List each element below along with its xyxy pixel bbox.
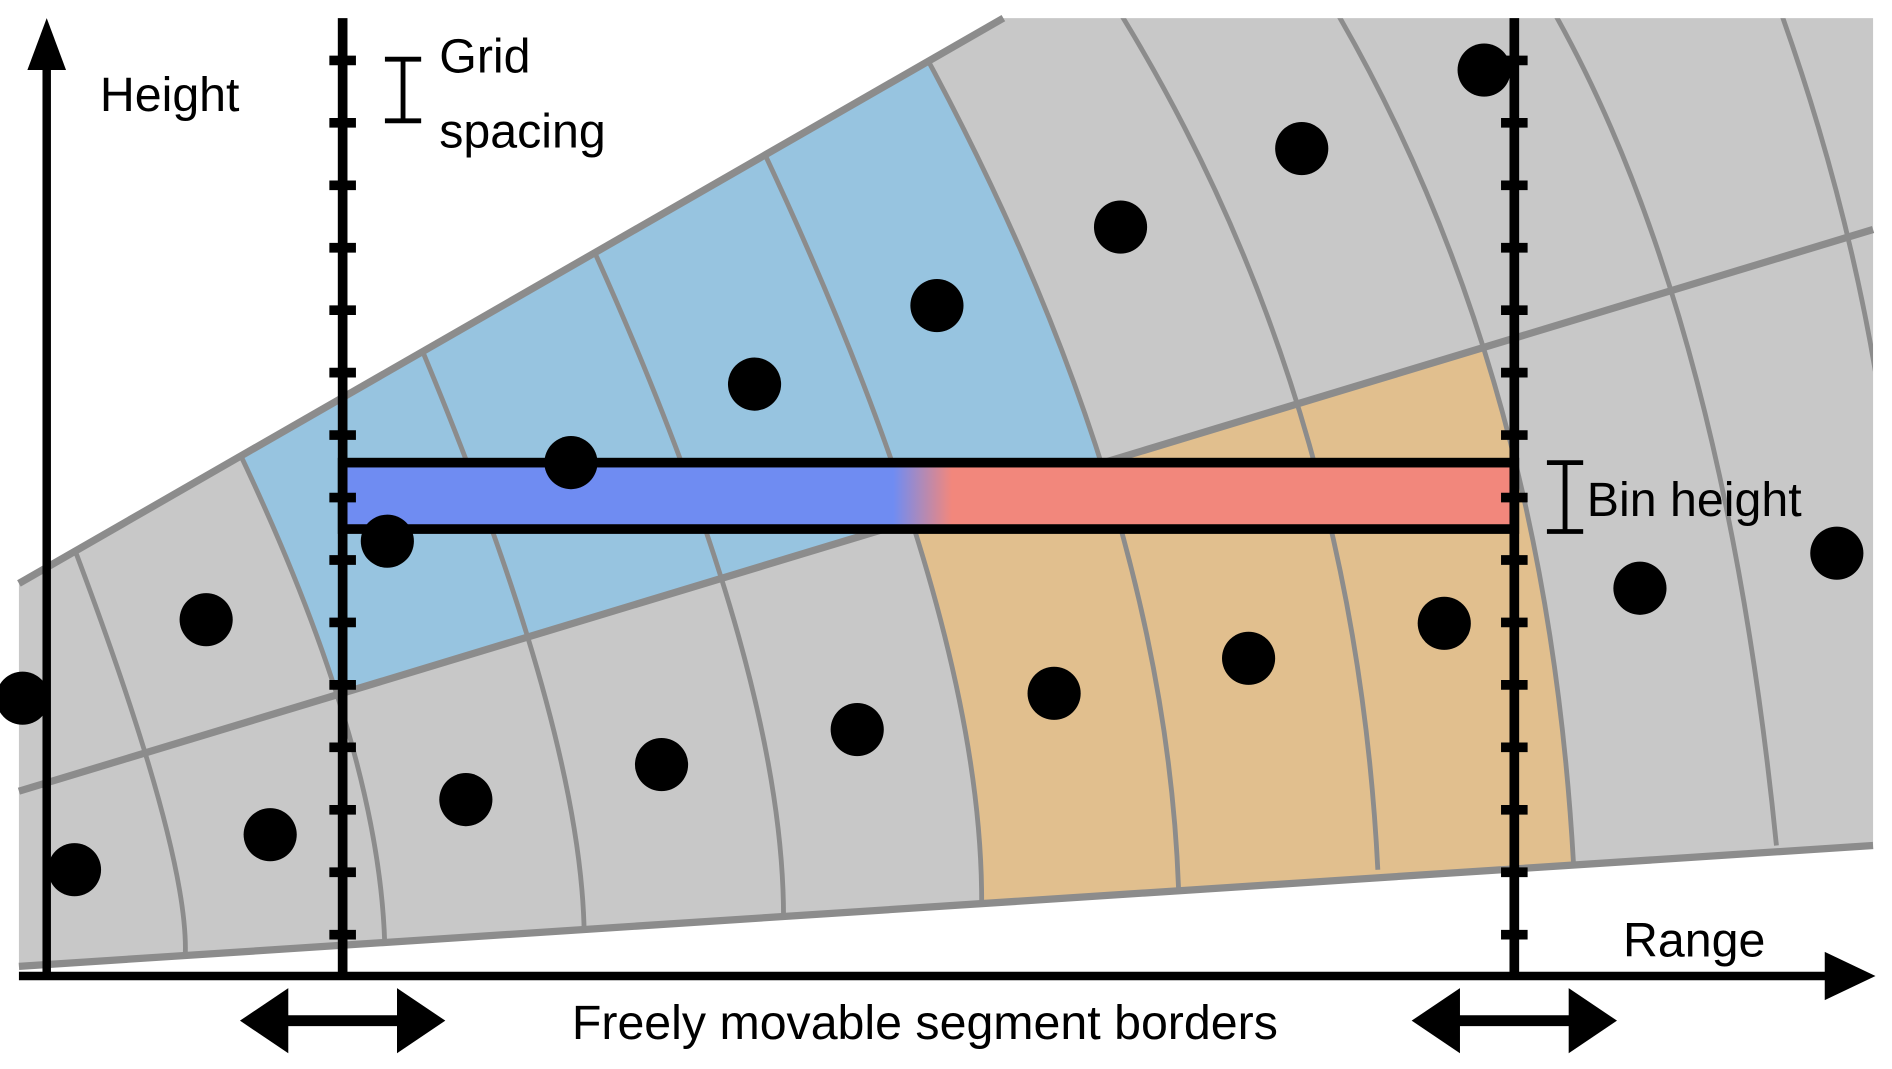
- data-point: [544, 436, 598, 490]
- data-points: [0, 43, 1864, 897]
- data-point: [1457, 43, 1511, 97]
- bin-height-label: Bin height: [1587, 473, 1802, 527]
- grid-spacing-label-line2: spacing: [439, 104, 605, 158]
- data-point: [910, 279, 964, 333]
- range-arc: [1327, 18, 1576, 864]
- data-point: [1275, 121, 1329, 176]
- y-axis-label: Height: [100, 68, 240, 122]
- data-point: [727, 357, 782, 411]
- height-bin: [337, 457, 1520, 534]
- segment-borders-label: Freely movable segment borders: [572, 996, 1278, 1050]
- segment-borders[interactable]: [329, 18, 1528, 976]
- range-arc: [1544, 18, 1779, 846]
- range-arc: [373, 240, 587, 943]
- data-point: [1810, 526, 1864, 580]
- right-double-arrow-icon: [1411, 988, 1617, 1054]
- range-arc: [548, 155, 786, 919]
- data-point: [1613, 561, 1667, 615]
- left-segment-border[interactable]: [329, 18, 356, 976]
- grid-spacing-label-line1: Grid: [439, 29, 530, 83]
- x-axis-label: Range: [1623, 914, 1765, 968]
- wedge-edge-line: [17, 14, 1006, 587]
- range-arc: [1110, 18, 1381, 870]
- y-axis-arrowhead-icon: [27, 18, 67, 71]
- data-point: [360, 514, 414, 568]
- data-point: [1093, 200, 1148, 254]
- data-point: [634, 738, 689, 792]
- data-point: [1027, 666, 1081, 720]
- data-point: [179, 593, 233, 647]
- right-segment-border[interactable]: [1501, 18, 1528, 976]
- data-point: [439, 773, 493, 827]
- data-point: [0, 671, 50, 725]
- axes: [18, 18, 1876, 1001]
- range-arc: [723, 71, 985, 906]
- data-point: [47, 843, 102, 897]
- data-point: [243, 808, 297, 862]
- data-point: [1222, 631, 1276, 685]
- x-axis-arrowhead-icon: [1824, 951, 1876, 1001]
- wedge-edge-line: [18, 841, 1874, 970]
- data-point: [830, 703, 884, 757]
- grid-spacing-bracket-icon: [384, 56, 422, 124]
- left-double-arrow-icon: [239, 988, 446, 1054]
- range-arc: [1774, 18, 1874, 484]
- data-point: [1417, 596, 1471, 650]
- bin-height-bracket-icon: [1546, 460, 1584, 534]
